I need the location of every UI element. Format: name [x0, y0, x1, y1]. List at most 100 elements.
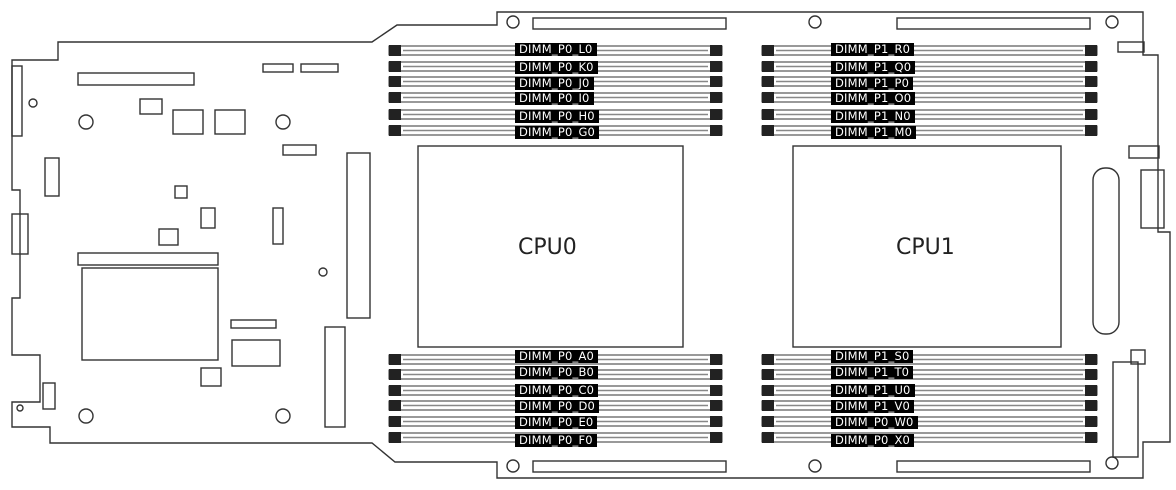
dimm-latch [1085, 416, 1097, 427]
dimm-label[interactable]: DIMM_P0_F0 [515, 434, 597, 447]
mount-hole [808, 15, 822, 29]
dimm-latch [389, 45, 401, 56]
dimm-latch [389, 416, 401, 427]
dimm-latch [762, 45, 774, 56]
cpu0-label: CPU0 [518, 235, 577, 260]
connector [230, 319, 277, 329]
dimm-label[interactable]: DIMM_P0_C0 [515, 384, 599, 397]
cpu1-socket [792, 145, 1062, 348]
dimm-latch [1085, 369, 1097, 380]
right-bracket [1092, 167, 1120, 335]
mount-hole [506, 459, 520, 473]
header [1117, 41, 1145, 53]
dimm-label[interactable]: DIMM_P1_T0 [831, 366, 914, 379]
chip [200, 207, 216, 229]
dimm-label[interactable]: DIMM_P0_B0 [515, 366, 599, 379]
board-outline [11, 11, 1171, 479]
dimm-label[interactable]: DIMM_P1_P0 [831, 77, 914, 90]
dimm-latch [710, 109, 722, 120]
dimm-latch [762, 416, 774, 427]
port [11, 213, 29, 255]
dimm-label[interactable]: DIMM_P1_U0 [831, 384, 915, 397]
dimm-latch [762, 369, 774, 380]
chip-area [81, 267, 219, 361]
dimm-label[interactable]: DIMM_P1_Q0 [831, 61, 916, 74]
dimm-label[interactable]: DIMM_P0_E0 [515, 416, 598, 429]
connector [231, 339, 281, 367]
dimm-label[interactable]: DIMM_P0_H0 [515, 110, 599, 123]
dimm-label[interactable]: DIMM_P0_X0 [831, 434, 915, 447]
dimm-latch [762, 400, 774, 411]
dimm-latch [762, 61, 774, 72]
dimm-label[interactable]: DIMM_P1_V0 [831, 400, 915, 413]
dimm-latch [389, 400, 401, 411]
dimm-latch [710, 432, 722, 443]
top-connector-left [532, 17, 727, 30]
mount-hole [808, 459, 822, 473]
left-bracket [346, 152, 371, 319]
dimm-latch [762, 125, 774, 136]
bottom-connector-left [532, 460, 727, 473]
dimm-latch [762, 92, 774, 103]
dimm-latch [762, 109, 774, 120]
mount-hole [1105, 456, 1119, 470]
dimm-label[interactable]: DIMM_P1_N0 [831, 110, 915, 123]
dimm-latch [762, 76, 774, 87]
chip [139, 98, 163, 115]
connector [282, 144, 317, 156]
port [44, 157, 60, 197]
dimm-label[interactable]: DIMM_P0_J0 [515, 77, 594, 90]
connector [262, 63, 294, 73]
dimm-latch [710, 354, 722, 365]
dimm-latch [710, 125, 722, 136]
mezz-connector-2 [77, 252, 219, 266]
dimm-label[interactable]: DIMM_P0_L0 [515, 43, 597, 56]
dimm-latch [389, 354, 401, 365]
dimm-label[interactable]: DIMM_P0_D0 [515, 400, 600, 413]
top-connector-right [896, 17, 1091, 30]
dimm-latch [389, 369, 401, 380]
dimm-latch [710, 400, 722, 411]
dimm-latch [710, 92, 722, 103]
mount-hole [78, 114, 94, 130]
dimm-latch [1085, 400, 1097, 411]
dimm-latch [389, 76, 401, 87]
dimm-latch [1085, 109, 1097, 120]
dimm-latch [389, 109, 401, 120]
dimm-latch [762, 432, 774, 443]
header [1128, 145, 1160, 159]
dimm-label[interactable]: DIMM_P0_K0 [515, 61, 598, 74]
dimm-label[interactable]: DIMM_P0_A0 [515, 350, 599, 363]
right-connector [1140, 169, 1165, 229]
mount-hole [275, 114, 291, 130]
dimm-slot-array [388, 45, 1098, 443]
dimm-latch [710, 76, 722, 87]
bottom-connector-right [896, 460, 1091, 473]
mount-hole [78, 408, 94, 424]
mount-hole [16, 404, 24, 412]
dimm-latch [710, 45, 722, 56]
dimm-latch [1085, 76, 1097, 87]
dimm-latch [389, 92, 401, 103]
cpu0-socket [417, 145, 684, 348]
dimm-label[interactable]: DIMM_P0_G0 [515, 126, 600, 139]
dimm-latch [389, 125, 401, 136]
dimm-latch [389, 61, 401, 72]
mount-hole [275, 408, 291, 424]
dimm-latch [1085, 354, 1097, 365]
dimm-label[interactable]: DIMM_P0_W0 [831, 416, 918, 429]
mezz-connector [77, 72, 195, 86]
dimm-latch [710, 385, 722, 396]
dimm-latch [1085, 432, 1097, 443]
dimm-latch [1085, 45, 1097, 56]
mount-hole [506, 15, 520, 29]
dimm-label[interactable]: DIMM_P1_M0 [831, 126, 917, 139]
mount-hole [1105, 15, 1119, 29]
dimm-latch [389, 432, 401, 443]
dimm-label[interactable]: DIMM_P1_O0 [831, 92, 916, 105]
dimm-label[interactable]: DIMM_P1_S0 [831, 350, 914, 363]
dimm-latch [710, 369, 722, 380]
cpu1-label: CPU1 [896, 235, 955, 260]
dimm-label[interactable]: DIMM_P1_R0 [831, 43, 915, 56]
dimm-label[interactable]: DIMM_P0_I0 [515, 92, 594, 105]
